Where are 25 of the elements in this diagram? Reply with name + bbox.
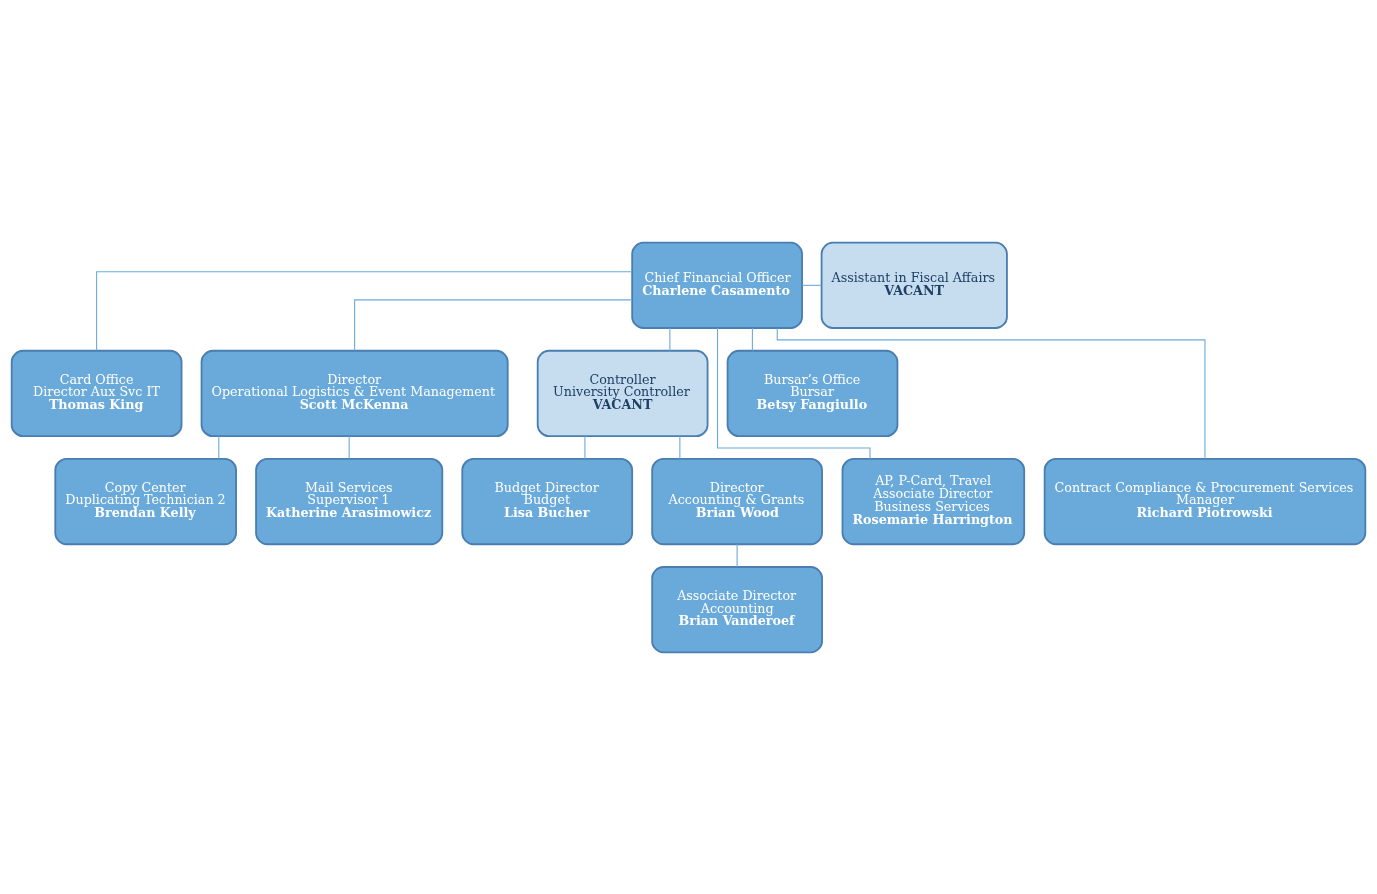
node-box: Director Accounting & Grants Brian Wood <box>651 457 823 545</box>
connector <box>354 298 633 351</box>
node-box: Assistant in Fiscal Affairs VACANT <box>820 241 1008 329</box>
node-box: AP, P-Card, Travel Associate Director Business Services Rosemarie Harrington <box>841 457 1026 545</box>
connector <box>736 543 738 567</box>
connector <box>776 327 1206 459</box>
node-box: Contract Compliance & Procurement Services Manager Richard Piotrowski <box>1043 457 1367 545</box>
node-box: Mail Services Supervisor 1 Katherine Arasimowicz <box>255 457 444 545</box>
connector <box>96 270 633 351</box>
connector <box>717 327 871 459</box>
node-box: Associate Director Accounting Brian Vanderoef <box>651 565 823 653</box>
connector <box>801 284 822 286</box>
node-box: Controller University Controller VACANT <box>536 349 709 437</box>
connector <box>679 435 681 459</box>
node-box: Director Operational Logistics & Event Management Scott McKenna <box>200 349 509 437</box>
node-box: Chief Financial Officer Charlene Casamento <box>631 241 803 329</box>
connector <box>348 435 350 459</box>
connector <box>218 435 220 459</box>
node-box: Budget Director Budget Lisa Bucher <box>461 457 634 545</box>
node-box: Card Office Director Aux Svc IT Thomas King <box>10 349 183 437</box>
connector <box>751 327 753 351</box>
connector <box>584 435 586 459</box>
node-box: Copy Center Duplicating Technician 2 Brendan Kelly <box>54 457 237 545</box>
connector <box>669 327 671 351</box>
node-box: Bursar’s Office Bursar Betsy Fangiullo <box>726 349 899 437</box>
